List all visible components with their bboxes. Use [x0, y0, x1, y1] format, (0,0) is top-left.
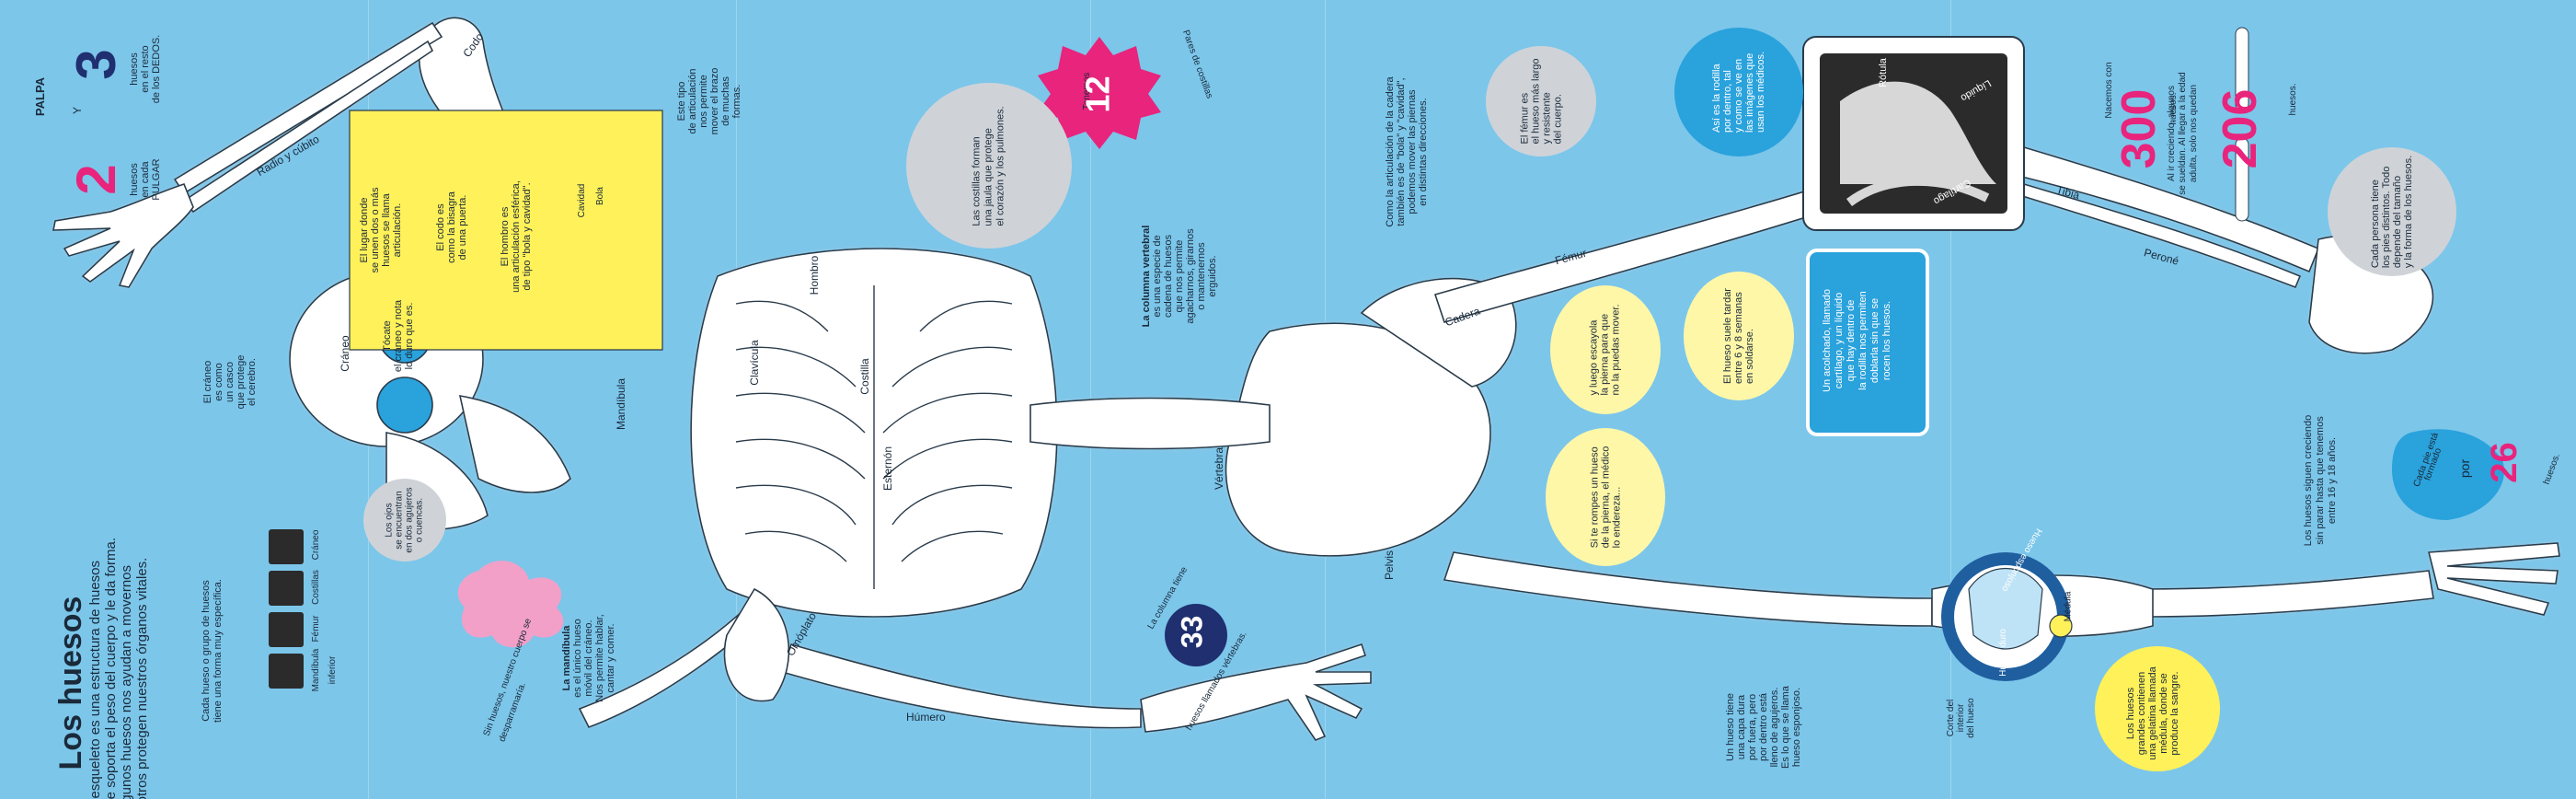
- femur-bubble: El fémur es el hueso más largo y resiste…: [1486, 46, 1596, 156]
- section-title: Corte del interior del hueso: [1946, 698, 1976, 738]
- tile-label: Mandíbula inferior: [311, 648, 338, 692]
- feet-number: 26: [2483, 442, 2524, 483]
- label-esternon: Esternón: [881, 446, 894, 492]
- palpa-text-1: huesos en cada PULGAR: [129, 158, 162, 201]
- intro-line: Algunos huesos nos ayudan a movernos: [119, 564, 134, 799]
- tile-costillas: [269, 571, 304, 606]
- growth-text: Los huesos siguen creciendo sin parar ha…: [2303, 414, 2338, 547]
- tiles-intro: Cada hueso o grupo de huesos tiene una f…: [201, 579, 224, 723]
- label-costilla: Costilla: [858, 358, 871, 395]
- ribs-bubble: Las costillas forman una jaula que prote…: [906, 83, 1072, 249]
- marrow-text: Los huesos grandes contienen una gelatin…: [2125, 666, 2180, 760]
- hip-text: Como la articulación de la cadera tambié…: [1385, 76, 1429, 227]
- adult-text: Al ir creciendo, algunos se sueldan. Al …: [2167, 72, 2199, 195]
- birth-number: 300: [2112, 88, 2166, 169]
- intro-line: que soporta el peso del cuerpo y le da f…: [103, 537, 119, 799]
- tile-mandibula: [269, 654, 304, 689]
- adult-number: 206: [2214, 88, 2267, 169]
- intro-line: El esqueleto es una estructura de huesos: [87, 560, 103, 799]
- section-medula: Médula: [2063, 591, 2074, 622]
- eyes-bubble: Los ojos se encuentran en dos agujeros o…: [363, 479, 446, 562]
- label-vertebra: Vértebra: [1213, 446, 1225, 491]
- adult-d: huesos.: [2288, 83, 2298, 116]
- label-mandibula: Mandíbula: [615, 377, 627, 431]
- bone-layers-text: Un hueso tiene una capa dura por fuera, …: [1725, 686, 1802, 769]
- xray-rotula: Rótula: [1877, 58, 1889, 87]
- fold-line: [1950, 0, 1951, 799]
- tile-craneo: [269, 529, 304, 564]
- label-bola: Bola: [595, 187, 605, 206]
- fracture-bubble-3: El hueso suele tardar entre 6 y 8 semana…: [1684, 272, 1794, 400]
- vertebrae-number: 33: [1175, 615, 1209, 649]
- label-humero: Húmero: [906, 711, 946, 724]
- cartilage-text: Un acolchado, llamado cartílago, y un lí…: [1822, 289, 1892, 392]
- ribs12-number: 12: [1078, 75, 1117, 113]
- joints-text-1: El lugar donde se unen dos o más huesos …: [359, 187, 403, 273]
- tile-label: Costillas: [311, 570, 321, 605]
- spine-text: La columna vertebral es una especie de c…: [1141, 225, 1218, 328]
- palpa-number-2: 3: [65, 49, 127, 80]
- palpa-text-2: huesos en el resto de los DEDOS.: [129, 34, 162, 104]
- palpa-block: PALPA: [32, 41, 60, 152]
- feet-bubble: Cada persona tiene los pies distintos. T…: [2328, 147, 2456, 276]
- label-pelvis: Pelvis: [1383, 550, 1396, 581]
- section-duro: Hueso duro: [1997, 629, 2008, 677]
- palpa-y: Y: [71, 107, 84, 115]
- skull-text: El cráneo es como un casco que protege e…: [202, 354, 258, 410]
- skull-bubble: Tócate el cráneo y nota lo duro que es.: [382, 299, 415, 373]
- joints-text-2: El codo es como la bisagra de una puerta…: [435, 191, 468, 263]
- knee-bubble: Así es la rodilla por dentro, tal y como…: [1674, 28, 1803, 156]
- palpa-label: PALPA: [33, 76, 47, 117]
- fracture-bubble-1: Si te rompes un hueso de la pierna, el m…: [1546, 428, 1665, 566]
- label-clavicula: Clavícula: [748, 340, 761, 386]
- page-title: Los huesos: [53, 596, 88, 770]
- intro-line: y otros protegen nuestros órganos vitale…: [134, 557, 150, 799]
- label-cavidad: Cavidad: [577, 183, 587, 218]
- label-hombro: Hombro: [808, 255, 821, 295]
- tile-label: Cráneo: [311, 529, 321, 561]
- intro-block: El esqueleto es una estructura de huesos…: [87, 446, 152, 799]
- articulation-text: Este tipo de articulación nos permite mo…: [676, 67, 742, 135]
- joints-text-3: El hombro es una articulación esférica, …: [500, 180, 533, 293]
- tile-femur: [269, 612, 304, 647]
- mandible-text: La mandíbula es el único hueso móvil del…: [561, 614, 616, 702]
- fracture-bubble-2: y luego escayola la pierna para que no l…: [1550, 285, 1661, 414]
- feet-c: por: [2457, 458, 2473, 479]
- label-craneo: Cráneo: [339, 335, 351, 372]
- palpa-number-1: 2: [65, 164, 127, 195]
